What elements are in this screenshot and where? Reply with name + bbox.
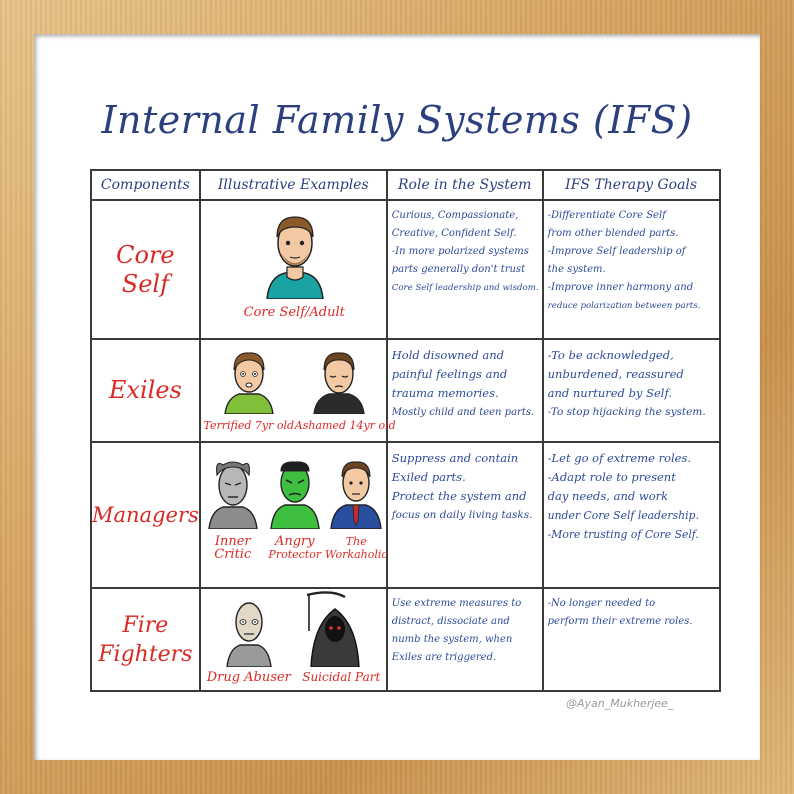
component-fire-fighters: Fire Fighters	[90, 587, 201, 692]
goals-core-self: -Differentiate Core Self from other blen…	[541, 199, 721, 340]
page-title: Internal Family Systems (IFS)	[101, 98, 693, 142]
author-credit: @Ayan_Mukherjee_	[566, 697, 674, 710]
header-role: Role in the System	[385, 169, 544, 201]
header-components: Components	[90, 169, 201, 201]
goals-managers: -Let go of extreme roles. -Adapt role to…	[541, 441, 721, 589]
workaholic-figure	[330, 461, 382, 529]
table-row: Exiles Terrified 7yr old Ashamed 14yr ol…	[90, 338, 721, 443]
terrified-child-figure	[224, 352, 274, 414]
table-row: Fire Fighters Drug Abuser Suicidal Part	[90, 587, 721, 692]
illustration-cell: Core Self/Adult	[198, 199, 388, 340]
caption-core-self: Core Self/Adult	[243, 305, 345, 320]
caption-terrified-child: Terrified 7yr old	[203, 419, 295, 432]
angry-protector-figure	[270, 461, 320, 529]
ifs-table: Components Illustrative Examples Role in…	[90, 169, 721, 692]
drug-abuser-figure	[226, 602, 272, 667]
role-fire-fighters: Use extreme measures to distract, dissoc…	[385, 587, 544, 692]
role-managers: Suppress and contain Exiled parts. Prote…	[385, 441, 544, 589]
illustration-cell: Terrified 7yr old Ashamed 14yr old	[198, 338, 396, 443]
caption-inner-critic: Inner Critic	[214, 534, 252, 562]
table-row: Core Self Core Self/Adult Curious, Compa…	[90, 199, 721, 340]
component-exiles: Exiles	[90, 338, 201, 443]
ashamed-teen-figure	[313, 352, 365, 414]
goals-fire-fighters: -No longer needed to perform their extre…	[541, 587, 721, 692]
header-row: Components Illustrative Examples Role in…	[90, 169, 721, 201]
caption-workaholic: The Workaholic	[324, 535, 388, 561]
role-exiles: Hold disowned and painful feelings and t…	[385, 338, 544, 443]
caption-suicidal-part: Suicidal Part	[302, 670, 381, 684]
caption-angry-protector: Angry Protector	[268, 534, 322, 561]
header-illustrative-examples: Illustrative Examples	[198, 169, 388, 201]
table-row: Managers	[90, 441, 721, 589]
component-managers: Managers	[90, 441, 201, 589]
caption-drug-abuser: Drug Abuser	[206, 670, 291, 685]
goals-exiles: -To be acknowledged, unburdened, reassur…	[541, 338, 721, 443]
caption-ashamed-teen: Ashamed 14yr old	[294, 419, 396, 432]
illustration-cell: Drug Abuser Suicidal Part	[198, 587, 388, 692]
inner-critic-figure	[208, 461, 258, 529]
component-core-self: Core Self	[90, 199, 201, 340]
illustration-cell: Inner Critic Angry Protector The Workaho…	[198, 441, 388, 589]
role-core-self: Curious, Compassionate, Creative, Confid…	[385, 199, 544, 340]
suicidal-part-figure	[306, 591, 360, 667]
core-self-figure	[266, 216, 324, 299]
header-goals: IFS Therapy Goals	[541, 169, 721, 201]
